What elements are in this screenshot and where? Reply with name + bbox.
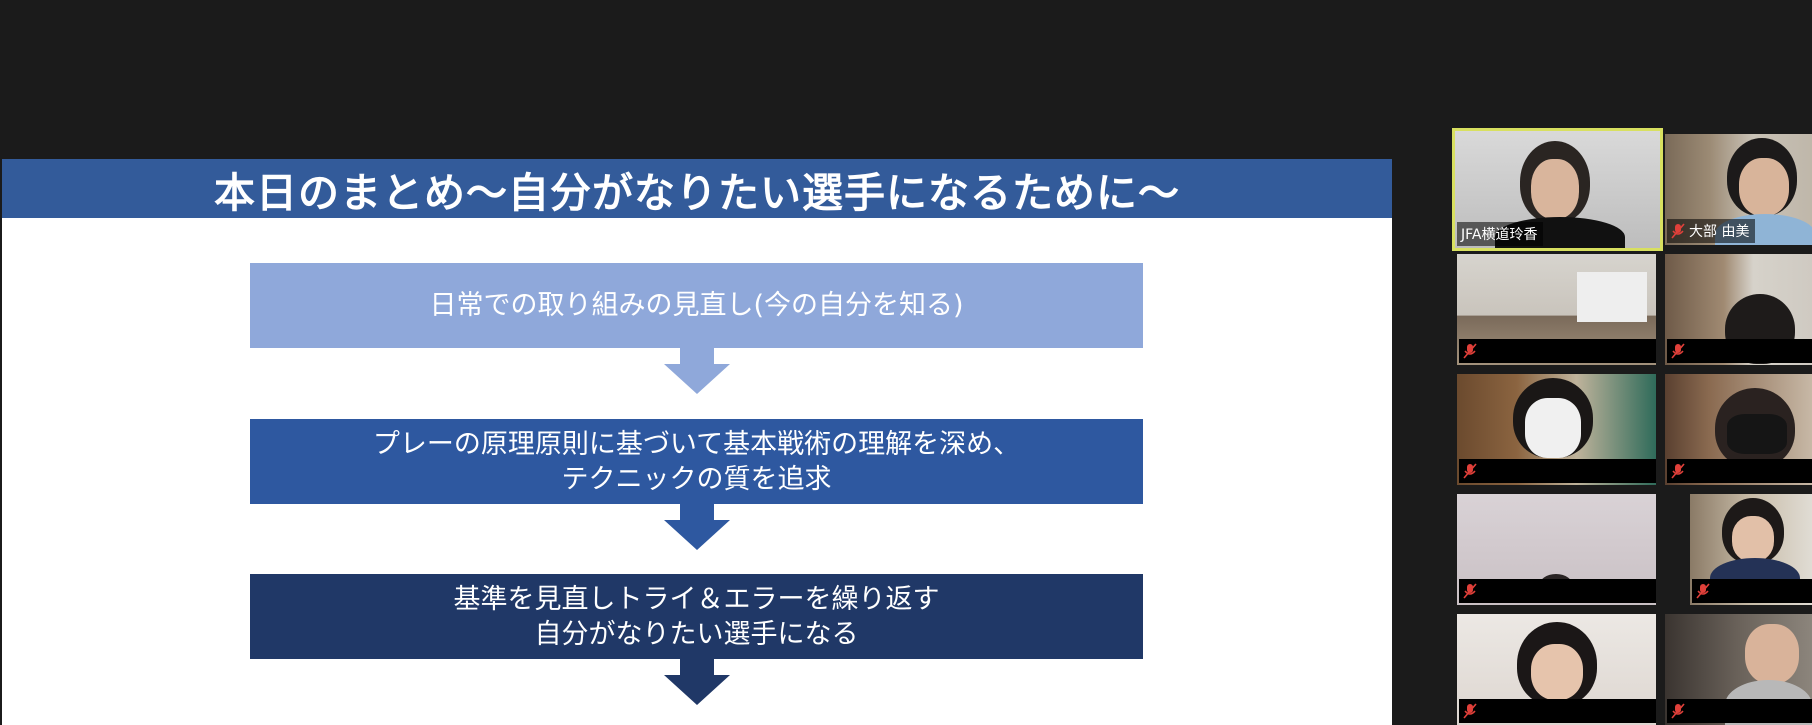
participant-tile[interactable] [1457, 614, 1656, 725]
participant-name-bar: 大部 由美 [1667, 219, 1756, 243]
participant-name: 大部 由美 [1689, 224, 1750, 240]
participant-tile[interactable] [1457, 494, 1656, 605]
participant-name-bar [1459, 339, 1656, 363]
step-box-2: プレーの原理原則に基づいて基本戦術の理解を深め、 テクニックの質を追求 [250, 419, 1143, 504]
participant-name-bar [1459, 459, 1656, 483]
participant-name-bar [1459, 579, 1656, 603]
slide-header: 本日のまとめ～自分がなりたい選手になるために～ [2, 159, 1392, 218]
step-3-line-2: 自分がなりたい選手になる [534, 618, 859, 650]
mic-muted-icon [1671, 343, 1685, 359]
participant-tile[interactable] [1665, 374, 1812, 485]
step-box-3: 基準を見直しトライ＆エラーを繰り返す 自分がなりたい選手になる [250, 574, 1143, 659]
mic-muted-icon [1671, 703, 1685, 719]
participant-tile[interactable] [1457, 374, 1656, 485]
step-3-line-1: 基準を見直しトライ＆エラーを繰り返す [453, 583, 940, 615]
face [1745, 624, 1799, 684]
mic-muted-icon [1463, 703, 1477, 719]
mic-muted-icon [1463, 343, 1477, 359]
participant-name-bar [1692, 579, 1812, 603]
participant-name-bar [1667, 339, 1812, 363]
participant-name: JFA横道玲香 [1461, 227, 1538, 243]
mic-muted-icon [1463, 583, 1477, 599]
participant-name-bar [1667, 699, 1812, 723]
step-box-1: 日常での取り組みの見直し(今の自分を知る) [250, 263, 1143, 348]
mic-muted-icon [1671, 463, 1685, 479]
participant-name-bar [1667, 459, 1812, 483]
participant-name-bar: JFA横道玲香 [1457, 222, 1544, 246]
participant-tile[interactable]: 大部 由美 [1665, 134, 1812, 245]
down-arrow-icon [664, 348, 730, 394]
window [1577, 272, 1647, 322]
face [1531, 644, 1583, 700]
slide-title: 本日のまとめ～自分がなりたい選手になるために～ [214, 168, 1180, 217]
participant-tile[interactable] [1665, 254, 1812, 365]
step-2-line-1: プレーの原理原則に基づいて基本戦術の理解を深め、 [372, 428, 1021, 460]
face [1531, 159, 1579, 219]
step-1-line-1: 日常での取り組みの見直し(今の自分を知る) [429, 290, 964, 321]
shared-slide: 本日のまとめ～自分がなりたい選手になるために～ 日常での取り組みの見直し(今の自… [2, 159, 1392, 725]
mic-muted-icon [1671, 223, 1685, 239]
face [1739, 158, 1789, 216]
step-2-line-2: テクニックの質を追求 [561, 463, 832, 495]
mic-muted-icon [1696, 583, 1710, 599]
participant-tile-active-speaker[interactable]: JFA横道玲香 [1452, 128, 1663, 251]
down-arrow-icon [664, 659, 730, 705]
mask [1727, 414, 1787, 454]
participant-tile[interactable] [1690, 494, 1812, 605]
participant-tile[interactable] [1665, 614, 1812, 725]
mic-muted-icon [1463, 463, 1477, 479]
down-arrow-icon [664, 504, 730, 550]
face [1732, 516, 1774, 562]
participant-tile[interactable] [1457, 254, 1656, 365]
mask [1525, 398, 1581, 458]
participant-name-bar [1459, 699, 1656, 723]
